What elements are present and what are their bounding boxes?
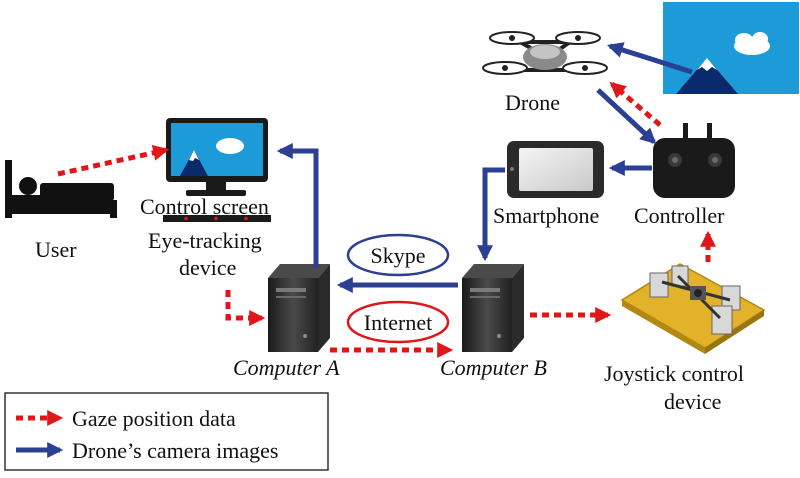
- skype-label: Skype: [371, 243, 426, 268]
- user-in-bed-icon: [5, 160, 117, 218]
- eye-tracking-bar-icon: [163, 215, 271, 222]
- controller-label: Controller: [634, 203, 725, 228]
- controller-icon: [653, 123, 735, 198]
- arrow-gaze-tracker-to-computer-a: [225, 290, 266, 327]
- computer-b-label: Computer B: [440, 355, 547, 380]
- legend-camera-label: Drone’s camera images: [72, 438, 278, 463]
- computer-a-label: Computer A: [233, 355, 340, 380]
- skype-badge: Skype: [346, 233, 450, 277]
- arrow-gaze-controller-to-drone: [609, 81, 662, 127]
- joystick-label-line1: Joystick control: [604, 361, 744, 386]
- legend: Gaze position data Drone’s camera images: [4, 392, 329, 471]
- arrow-camera-drone-to-controller: [596, 88, 657, 145]
- smartphone-icon: [507, 141, 604, 198]
- joystick-control-device-icon: [620, 263, 766, 354]
- computer-a-tower-icon: [268, 264, 330, 352]
- computer-b-tower-icon: [462, 264, 524, 352]
- arrow-camera-view-to-drone: [606, 42, 693, 75]
- drone-camera-view-image: [663, 2, 799, 94]
- control-screen-label: Control screen: [140, 194, 269, 219]
- eye-tracking-label-line1: Eye-tracking: [148, 228, 262, 253]
- smartphone-label: Smartphone: [493, 203, 599, 228]
- arrow-camera-computer-a-to-screen: [276, 142, 319, 268]
- joystick-label-line2: device: [664, 389, 721, 414]
- control-screen-monitor-icon: [166, 118, 268, 196]
- internet-label: Internet: [364, 310, 432, 335]
- arrow-camera-smartphone-to-computer-b: [476, 167, 505, 262]
- internet-badge: Internet: [346, 300, 450, 344]
- arrow-gaze-user-to-screen: [57, 144, 170, 177]
- eye-tracking-label-line2: device: [179, 255, 236, 280]
- user-label: User: [35, 237, 77, 262]
- drone-label: Drone: [505, 90, 560, 115]
- drone-icon: [482, 31, 608, 75]
- legend-gaze-label: Gaze position data: [72, 406, 236, 431]
